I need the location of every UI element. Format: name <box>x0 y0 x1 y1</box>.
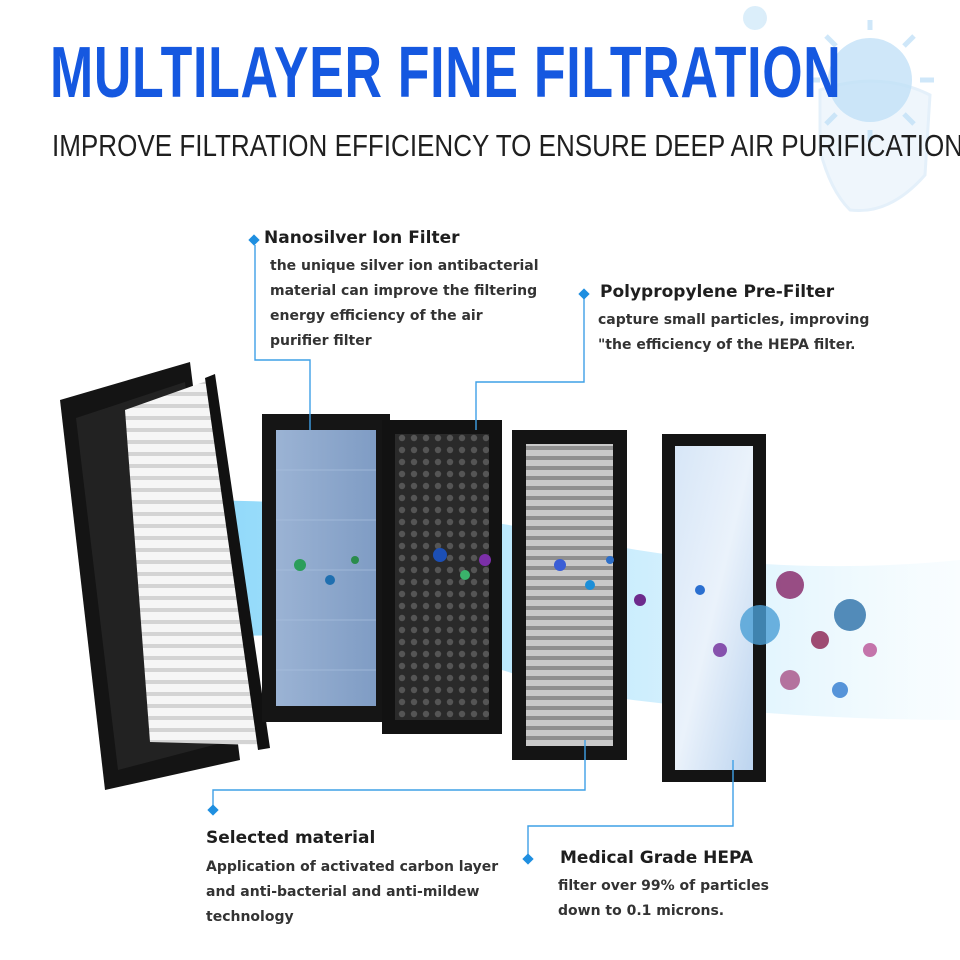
particles <box>294 548 877 698</box>
polypropylene-line-1: capture small particles, improving <box>598 312 870 328</box>
selected-line-1: Application of activated carbon layer <box>206 859 499 875</box>
nanosilver-callout: Nanosilver Ion Filter <box>264 228 460 248</box>
carbon-layer <box>382 420 502 734</box>
nanosilver-description: the unique silver ion antibacterial mate… <box>270 254 539 354</box>
polypropylene-description: capture small particles, improving "the … <box>598 308 869 358</box>
nanosilver-line-1: the unique silver ion antibacterial <box>270 258 539 274</box>
selected-description: Application of activated carbon layer an… <box>206 855 498 930</box>
hepa-callout: Medical Grade HEPA <box>560 848 753 868</box>
nanosilver-line-3: energy efficiency of the air <box>270 308 483 324</box>
callout-lines <box>212 245 734 858</box>
polypropylene-line-2: "the efficiency of the HEPA filter. <box>598 337 856 353</box>
polypropylene-heading: Polypropylene Pre-Filter <box>600 282 835 302</box>
polypropylene-layer <box>512 430 627 760</box>
selected-line-2: and anti-bacterial and anti-mildew <box>206 884 480 900</box>
polypropylene-callout: Polypropylene Pre-Filter <box>600 282 834 302</box>
nanosilver-heading: Nanosilver Ion Filter <box>264 228 460 248</box>
hepa-layer <box>662 434 766 782</box>
virus-icon <box>743 6 934 142</box>
page-subtitle: IMPROVE FILTRATION EFFICIENCY TO ENSURE … <box>52 128 960 163</box>
hepa-description: filter over 99% of particles down to 0.1… <box>558 874 769 924</box>
hepa-line-1: filter over 99% of particles <box>558 878 769 894</box>
hepa-line-2: down to 0.1 microns. <box>558 903 725 919</box>
selected-line-3: technology <box>206 909 294 925</box>
nanosilver-line-4: purifier filter <box>270 333 372 349</box>
selected-callout: Selected material <box>206 828 375 848</box>
page-title: MULTILAYER FINE FILTRATION <box>50 33 842 113</box>
hepa-heading: Medical Grade HEPA <box>560 848 754 868</box>
nanosilver-layer <box>262 414 390 722</box>
selected-heading: Selected material <box>206 828 376 848</box>
nanosilver-line-2: material can improve the filtering <box>270 283 538 299</box>
filter-housing <box>60 362 270 790</box>
